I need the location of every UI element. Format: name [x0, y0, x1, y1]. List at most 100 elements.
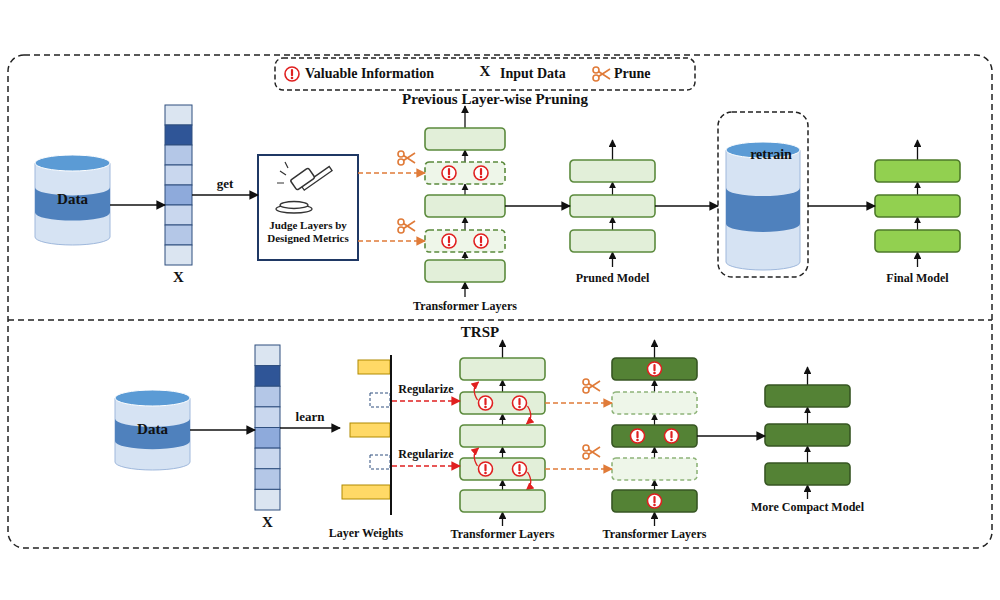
node-label: Pruned Model [535, 272, 690, 286]
flow-arrow [917, 140, 918, 160]
transformer-layer [425, 162, 505, 184]
flow-arrow [502, 512, 503, 526]
vector-cell [165, 205, 192, 225]
transformer-layer [460, 490, 545, 512]
info-symbol [631, 429, 645, 443]
connector-arrow [280, 427, 340, 429]
transformer-layer [612, 425, 697, 447]
node-label: Judge Layers by Designed Metrics [260, 219, 356, 244]
flow-arrow [502, 380, 503, 392]
cylinder-body [726, 150, 800, 270]
flow-arrow [917, 252, 918, 267]
vector-cell [165, 105, 192, 125]
layer-stack: Transformer Layers [425, 128, 505, 282]
layer-stack: Transformer Layers [612, 358, 697, 512]
node-label: More Compact Model [730, 501, 885, 515]
info-symbol [665, 429, 679, 443]
node-label: X [150, 269, 207, 286]
node-label: X [240, 514, 295, 531]
layer-stack-shape [612, 358, 697, 512]
node-label: Data [30, 191, 115, 208]
flow-arrow [807, 446, 808, 463]
flow-arrow [654, 480, 655, 490]
flow-arrow [502, 414, 503, 425]
flow-arrow [917, 217, 918, 230]
section-divider [8, 319, 992, 321]
transformer-layer [612, 458, 697, 480]
info-symbol [442, 234, 456, 248]
edge-label: get [175, 177, 275, 192]
info-flow-arrow [527, 406, 531, 424]
input-vector-shape [165, 105, 192, 265]
weight-bar [358, 360, 390, 374]
transformer-layer [425, 230, 505, 252]
edge-label: learn [260, 410, 360, 425]
connector-arrow [505, 205, 570, 207]
transformer-layer [612, 358, 697, 380]
transformer-layer [460, 358, 545, 380]
info-symbol [474, 166, 488, 180]
vector-cell [255, 469, 280, 490]
transformer-layer [570, 160, 655, 182]
transformer-layer [765, 385, 850, 407]
vector-cell [255, 428, 280, 449]
flow-arrow [654, 380, 655, 392]
connector-arrow [392, 400, 460, 402]
scissors-symbol [583, 379, 600, 393]
info-symbol [479, 462, 493, 476]
section-label: X [475, 63, 495, 80]
cylinder-top [35, 155, 110, 171]
flow-arrow [807, 485, 808, 499]
connector-arrow [808, 205, 875, 207]
layer-stack-shape [425, 128, 505, 282]
weight-axis [390, 355, 392, 515]
vector-cell [165, 225, 192, 245]
flow-arrow [654, 414, 655, 425]
info-symbol [479, 396, 493, 410]
layer-stack-shape [875, 160, 960, 252]
transformer-layer [460, 392, 545, 414]
transformer-layer [460, 425, 545, 447]
weight-bar [342, 485, 390, 499]
info-flow-arrow [474, 448, 478, 466]
input-vector: X [255, 345, 280, 510]
outer-frame [8, 55, 992, 548]
legend-label: Valuable Information [305, 66, 470, 82]
transformer-layer [875, 160, 960, 182]
info-symbol [474, 234, 488, 248]
vector-cell [165, 245, 192, 265]
layer-stack-shape [765, 385, 850, 485]
input-vector: X [165, 105, 192, 265]
connector-arrow [392, 465, 460, 467]
flow-arrow [654, 340, 655, 358]
gavel-icon [276, 157, 332, 213]
judge-box-shape [258, 155, 358, 260]
flow-arrow [654, 447, 655, 458]
node-label: Final Model [840, 272, 995, 286]
flow-arrow [502, 480, 503, 490]
data-cylinder: Data [35, 155, 110, 245]
flow-arrow [612, 252, 613, 267]
flow-arrow [612, 182, 613, 195]
transformer-layer [570, 195, 655, 217]
flow-arrow [807, 367, 808, 385]
scissors-symbol [593, 67, 610, 81]
flow-arrow [464, 282, 465, 297]
info-symbol [513, 462, 527, 476]
legend-box [275, 58, 695, 90]
node-label: retrain [726, 147, 816, 163]
info-symbol [648, 494, 662, 508]
flow-arrow [612, 217, 613, 230]
connector-arrow [358, 240, 425, 242]
layer-stack-shape [460, 358, 545, 512]
connector-arrow [655, 205, 718, 207]
transformer-layer [425, 128, 505, 150]
connector-arrow [110, 204, 165, 206]
legend-label: Input Data [500, 66, 590, 82]
transformer-layer [875, 230, 960, 252]
data-cylinder: retrain [726, 142, 800, 270]
flow-arrow [464, 150, 465, 162]
connector-arrow [190, 429, 255, 431]
node-label: Layer Weights [310, 527, 422, 541]
